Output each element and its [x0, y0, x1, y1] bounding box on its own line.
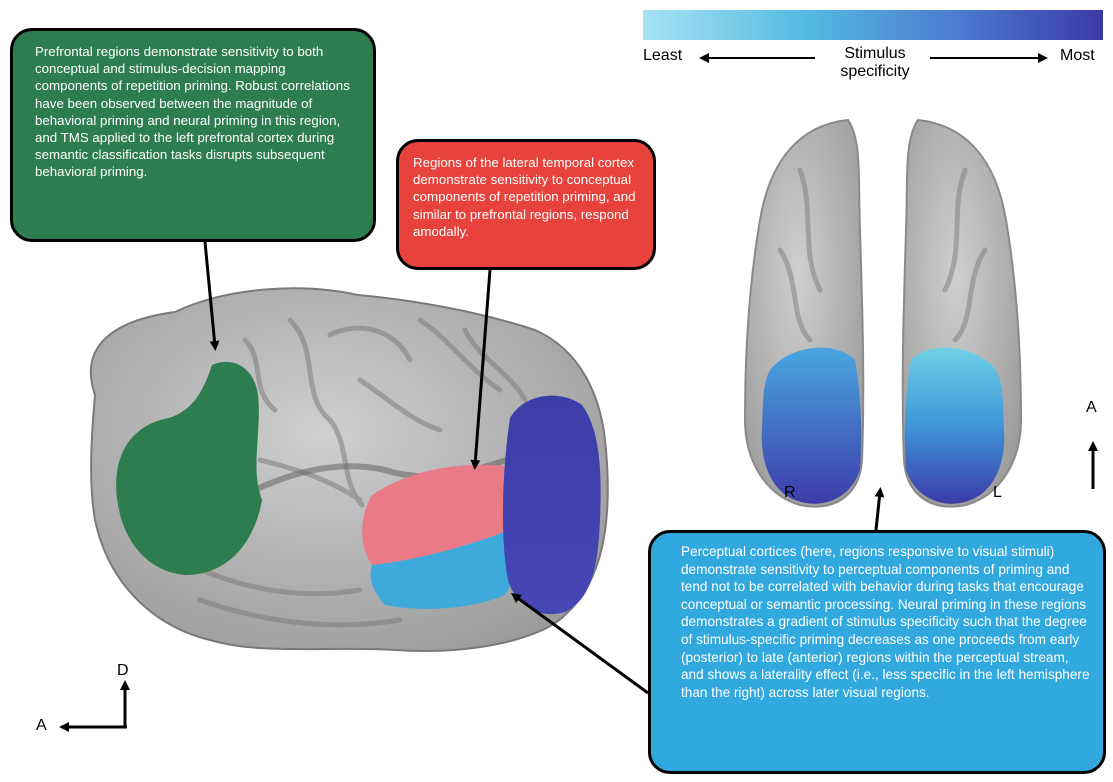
ventral-anterior-label: A	[1086, 399, 1097, 417]
scale-title: Stimulus specificity	[820, 45, 930, 81]
specificity-gradient-bar	[643, 10, 1103, 40]
ventral-left-label: L	[993, 484, 1002, 502]
compass-dorsal-label: D	[117, 662, 129, 680]
compass-anterior-label: A	[36, 717, 47, 735]
perceptual-pointer-ventral	[876, 492, 880, 530]
ventral-right-label: R	[784, 484, 796, 502]
lateral-occipital-region	[503, 396, 601, 615]
prefrontal-callout: Prefrontal regions demonstrate sensitivi…	[10, 28, 376, 242]
scale-most-label: Most	[1060, 47, 1095, 65]
scale-title-line2: specificity	[820, 63, 930, 81]
ventral-left-visual-region	[905, 348, 1004, 504]
scale-title-line1: Stimulus	[820, 45, 930, 63]
temporal-callout: Regions of the lateral temporal cortex d…	[396, 139, 656, 270]
ventral-brain	[745, 120, 1021, 507]
perceptual-callout: Perceptual cortices (here, regions respo…	[648, 530, 1106, 774]
perceptual-pointer-lateral	[515, 596, 648, 693]
ventral-right-visual-region	[762, 348, 861, 504]
lateral-brain	[91, 288, 608, 651]
scale-least-label: Least	[643, 47, 682, 65]
